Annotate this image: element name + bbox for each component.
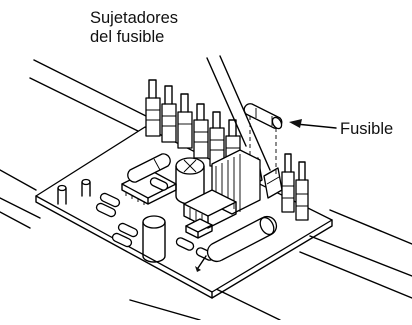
capacitor-large bbox=[195, 215, 278, 272]
leader-lines bbox=[206, 55, 337, 171]
capacitor-tall bbox=[142, 215, 166, 263]
fuse-component bbox=[243, 103, 283, 174]
fuse-label: Fusible bbox=[340, 120, 394, 138]
fuse-holders-label: Sujetadores del fusible bbox=[90, 9, 178, 47]
fuse-holders-label-line-2: del fusible bbox=[90, 28, 165, 46]
fuse-holders-left bbox=[145, 79, 241, 175]
electronic-components bbox=[57, 149, 278, 272]
fuse-holders-label-line-1: Sujetadores bbox=[90, 9, 179, 27]
small-chip bbox=[185, 218, 213, 239]
heatsink-block bbox=[183, 189, 237, 229]
capacitor-cylinder bbox=[127, 153, 171, 183]
posts bbox=[57, 178, 91, 205]
